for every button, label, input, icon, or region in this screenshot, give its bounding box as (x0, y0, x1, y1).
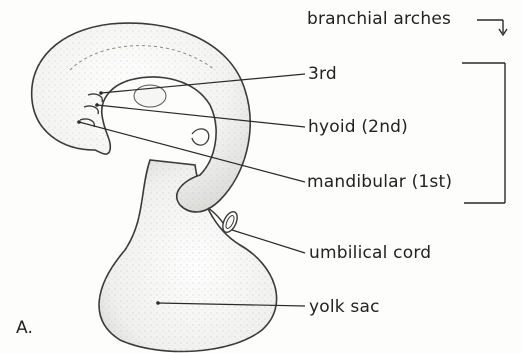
label-branchial-arches: branchial arches (307, 9, 451, 29)
branchial-bracket (462, 20, 507, 203)
tail-curl (192, 129, 209, 145)
leader-hyoid (97, 105, 305, 127)
label-mandibular-arch: mandibular (1st) (307, 172, 452, 192)
label-third-arch: 3rd (308, 64, 337, 84)
label-hyoid-arch: hyoid (2nd) (308, 117, 408, 137)
panel-letter: A. (16, 318, 33, 338)
label-umbilical-cord: umbilical cord (309, 243, 431, 263)
label-yolk-sac: yolk sac (309, 297, 380, 317)
